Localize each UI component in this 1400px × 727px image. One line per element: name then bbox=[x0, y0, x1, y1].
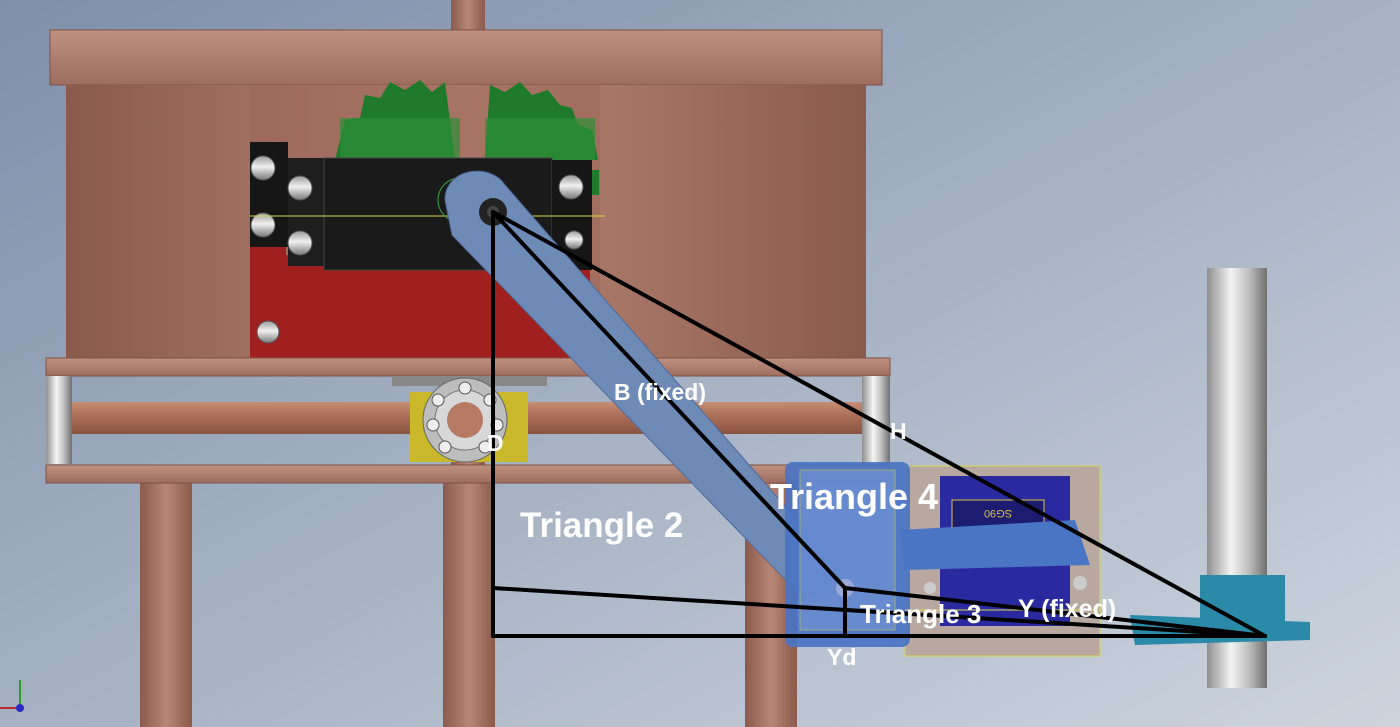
label-d: D bbox=[487, 430, 504, 456]
label-yd: Yd bbox=[827, 644, 856, 670]
screws bbox=[250, 155, 584, 344]
geometry-lines bbox=[491, 210, 1267, 638]
label-triangle-2: Triangle 2 bbox=[520, 506, 683, 545]
label-triangle-3: Triangle 3 bbox=[860, 599, 981, 629]
base-plate bbox=[45, 464, 891, 484]
line-b-to-arm bbox=[491, 210, 847, 590]
axis-triad-icon bbox=[0, 680, 24, 712]
label-y-fixed: Y (fixed) bbox=[1018, 595, 1116, 623]
servo-label-sg90: SG90 bbox=[984, 507, 1012, 519]
right-pillar bbox=[862, 376, 890, 464]
left-pillar bbox=[46, 376, 72, 464]
bevel-gear bbox=[335, 80, 599, 195]
top-plate bbox=[49, 29, 883, 86]
label-triangle-4: Triangle 4 bbox=[770, 476, 938, 517]
line-b-to-y bbox=[491, 210, 1267, 638]
line-d-to-y bbox=[491, 586, 1267, 638]
label-h: H bbox=[890, 418, 907, 444]
servo-assembly-lower: SG90 SG bbox=[785, 462, 1101, 657]
line-arm-to-y bbox=[843, 586, 1267, 638]
ball-bearing bbox=[392, 376, 547, 463]
label-b-fixed: B (fixed) bbox=[614, 379, 706, 405]
